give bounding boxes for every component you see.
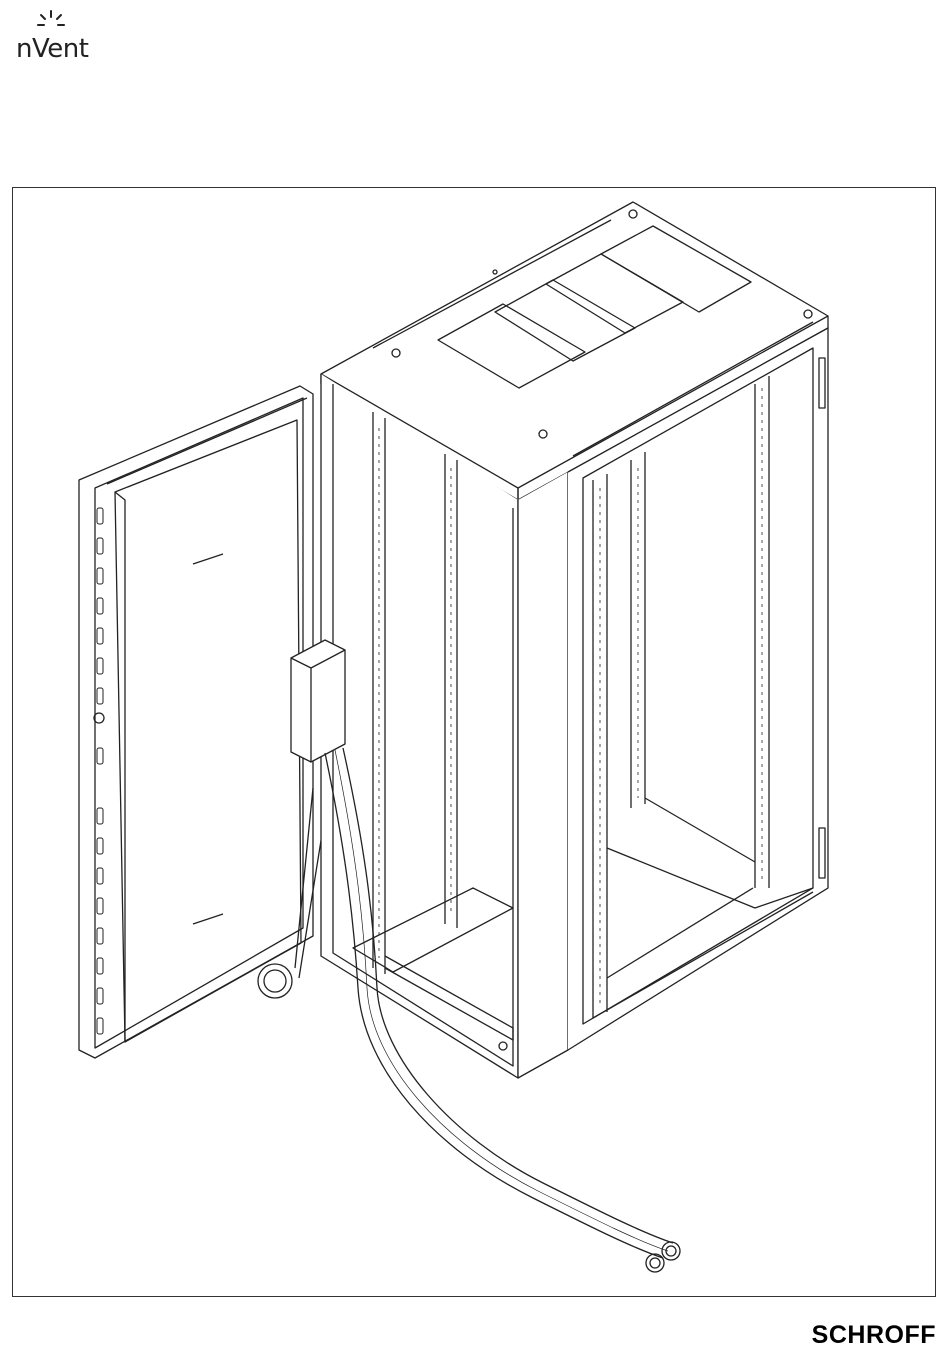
nvent-logo: nVent: [14, 8, 104, 66]
brand-wordmark: SCHROFF: [812, 1321, 936, 1350]
drawing-frame: [12, 187, 936, 1297]
sunburst-icon: [36, 8, 66, 36]
cabinet-drawing: [13, 188, 937, 1298]
logo-wordmark: nVent: [16, 34, 88, 64]
